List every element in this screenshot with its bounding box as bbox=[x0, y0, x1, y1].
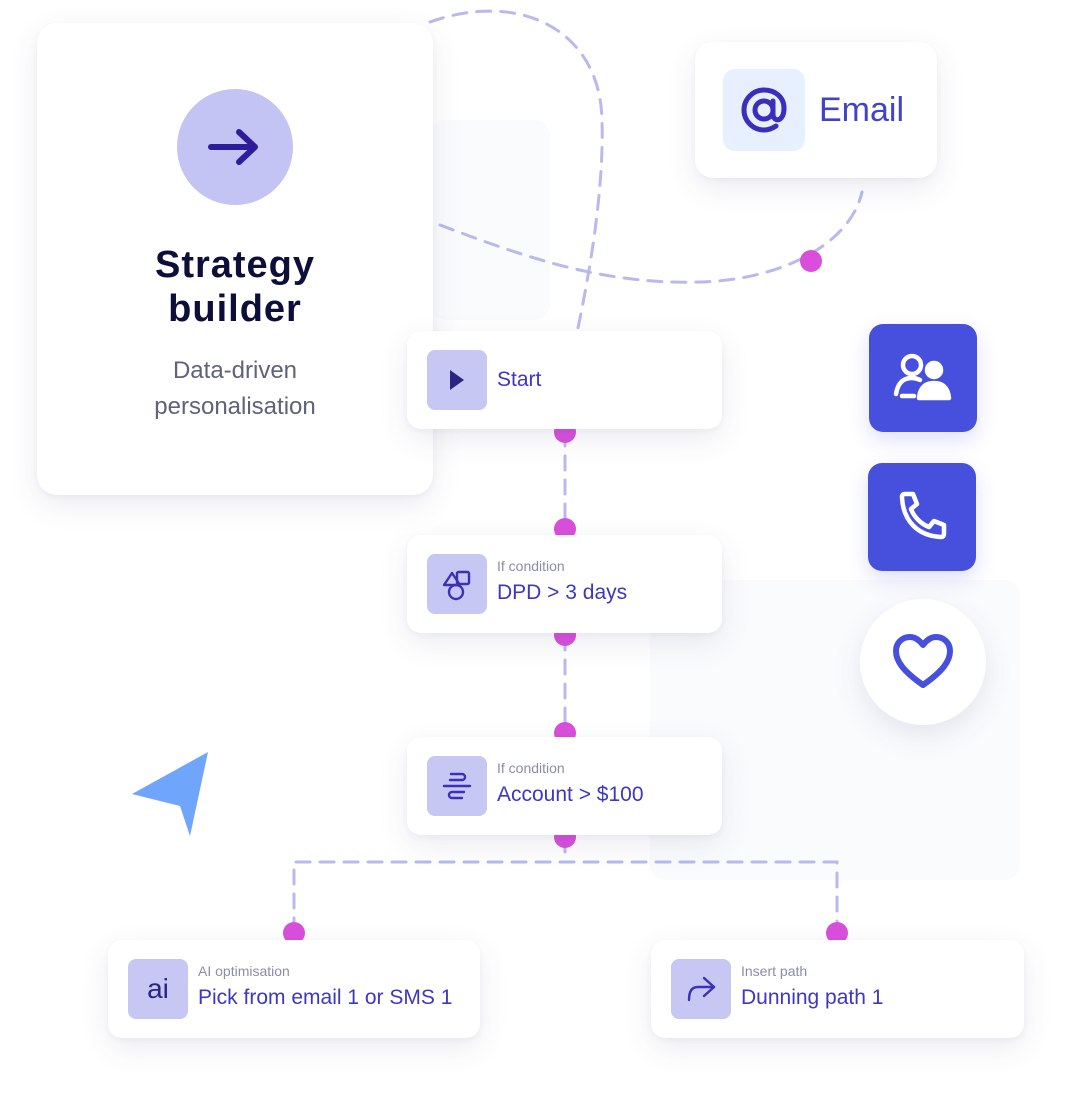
email-channel-card[interactable]: Email bbox=[695, 42, 937, 178]
insert-path-caption: Insert path bbox=[741, 963, 808, 979]
users-icon bbox=[893, 353, 952, 401]
insert-path-label: Dunning path 1 bbox=[741, 986, 884, 1009]
account-condition-label: Account > $100 bbox=[497, 783, 644, 806]
background-panel bbox=[430, 120, 550, 320]
connector-dot bbox=[826, 922, 848, 944]
forward-arrow-icon bbox=[671, 959, 731, 1019]
strategy-builder-card: Strategy builder Data-driven personalisa… bbox=[37, 23, 433, 495]
loop-connector bbox=[428, 9, 604, 330]
account-condition-caption: If condition bbox=[497, 760, 565, 776]
hero-subtitle: Data-driven personalisation bbox=[154, 357, 316, 420]
at-sign-icon bbox=[723, 69, 805, 151]
email-label: Email bbox=[819, 91, 905, 129]
cursor-pointer-icon bbox=[132, 752, 208, 836]
heart-channel-button[interactable] bbox=[860, 599, 986, 725]
phone-channel-tile[interactable] bbox=[868, 463, 976, 571]
email-connector bbox=[438, 190, 864, 284]
ai-optimisation-node[interactable]: ai AI optimisation Pick from email 1 or … bbox=[108, 940, 480, 1038]
hero-title: Strategy builder bbox=[154, 244, 316, 330]
dpd-condition-caption: If condition bbox=[497, 558, 565, 574]
ai-badge-icon: ai bbox=[128, 959, 188, 1019]
insert-path-node[interactable]: Insert path Dunning path 1 bbox=[651, 940, 1024, 1038]
connector-dot bbox=[283, 922, 305, 944]
split-icon bbox=[427, 756, 487, 816]
play-icon bbox=[427, 350, 487, 410]
users-channel-tile[interactable] bbox=[869, 324, 977, 432]
ai-badge-text: ai bbox=[147, 973, 169, 1004]
start-node[interactable]: Start bbox=[407, 331, 722, 429]
ai-optimisation-label: Pick from email 1 or SMS 1 bbox=[198, 986, 453, 1009]
ai-optimisation-caption: AI optimisation bbox=[198, 963, 290, 979]
dpd-condition-label: DPD > 3 days bbox=[497, 581, 628, 604]
branch-connector bbox=[292, 860, 839, 934]
shapes-icon bbox=[427, 554, 487, 614]
phone-icon bbox=[899, 491, 947, 540]
connector-dot bbox=[800, 250, 822, 272]
dpd-condition-node[interactable]: If condition DPD > 3 days bbox=[407, 535, 722, 633]
connector-dot bbox=[554, 518, 576, 540]
heart-icon bbox=[893, 634, 953, 688]
arrow-right-icon bbox=[177, 89, 293, 205]
start-node-label: Start bbox=[497, 368, 542, 391]
account-condition-node[interactable]: If condition Account > $100 bbox=[407, 737, 722, 835]
